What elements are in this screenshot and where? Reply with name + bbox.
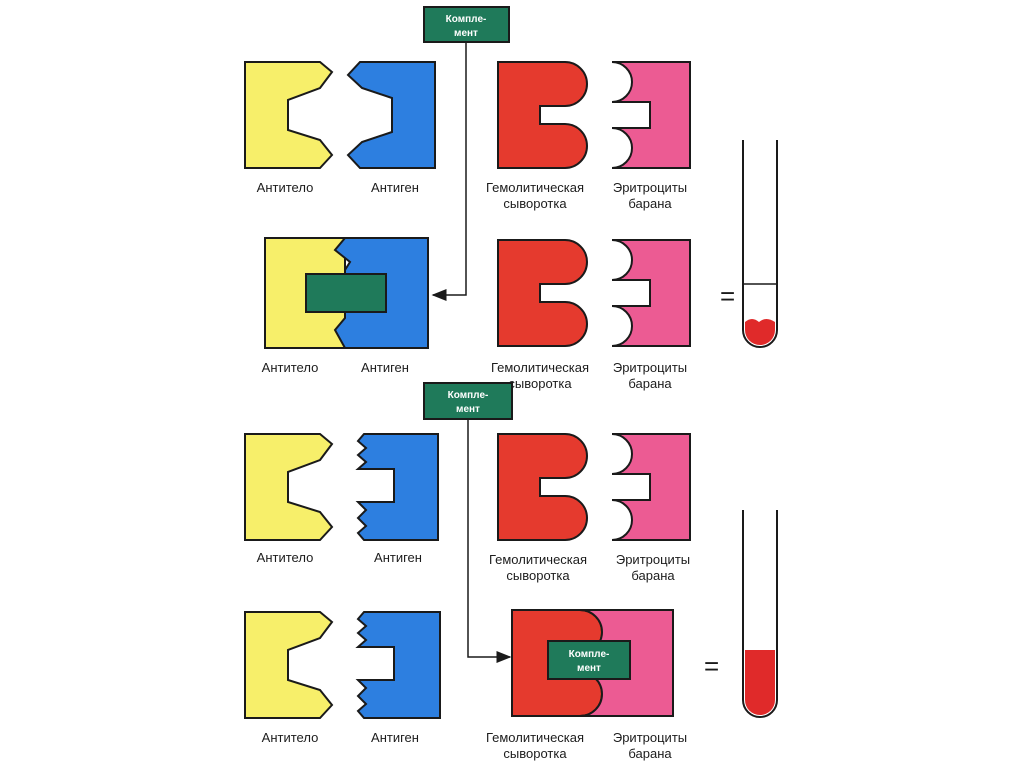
erythrocytes-label-line1: Эритроциты [613,360,687,375]
serum-shape [497,239,588,347]
complement-box-top: Комплe- мент [423,6,510,43]
row-2: = Антитело Антиген Гемолитическая сыворо… [262,140,778,391]
serum-shape [497,433,588,541]
antibody-shape [244,611,334,719]
erythrocytes-label-line1: Эритроциты [613,180,687,195]
serum-label-line2: сыворотка [503,746,567,761]
antibody-shape [244,61,334,169]
serum-label-line2: сыворотка [506,568,570,583]
complement-label-line1: Комплe- [448,390,489,401]
complement-label-line1: Комплe- [446,14,487,25]
complement-box-middle: Комплe- мент [423,382,513,420]
erythrocytes-label-line2: барана [628,376,672,391]
complement-arrow-top [431,42,467,301]
erythrocytes-shape [611,239,691,347]
antigen-shape-mismatched [355,611,441,719]
serum-label-line1: Гемолитическая [491,360,589,375]
antigen-label: Антиген [374,550,422,565]
erythrocytes-label-line1: Эритроциты [616,552,690,567]
antibody-label: Антитело [257,180,314,195]
row-1: Антитело Антиген Гемолитическая сыворотк… [244,61,691,211]
erythrocytes-label-line2: барана [628,746,672,761]
antibody-label: Антитело [262,730,319,745]
erythrocytes-label-line1: Эритроциты [613,730,687,745]
test-tube-hemolysis [742,510,778,718]
test-tube-no-hemolysis [742,140,778,348]
antigen-label: Антиген [361,360,409,375]
serum-label-line2: сыворотка [503,196,567,211]
erythrocytes-shape [611,433,691,541]
complement-label-line1: Комплe- [569,649,610,660]
complement-bound-block [305,273,387,313]
antigen-shape-mismatched [355,433,439,541]
equals-sign: = [704,651,719,681]
complement-label-line2: мент [456,404,480,415]
antibody-label: Антитело [262,360,319,375]
erythrocytes-shape [611,61,691,169]
equals-sign: = [720,281,735,311]
row-3: Антитело Антиген Гемолитическая сыворотк… [244,433,691,583]
antibody-label: Антитело [257,550,314,565]
complement-label-line2: мент [454,28,478,39]
row-4: Комплe- мент = Антитело Антиген Гемолити… [244,510,778,761]
erythrocytes-label-line2: барана [628,196,672,211]
antibody-shape [244,433,334,541]
complement-label-line2: мент [577,663,601,674]
serum-label-line1: Гемолитическая [486,180,584,195]
serum-label-line2: сыворотка [508,376,572,391]
erythrocytes-label-line2: барана [631,568,675,583]
serum-shape [497,61,588,169]
serum-label-line1: Гемолитическая [489,552,587,567]
antigen-label: Антиген [371,730,419,745]
antigen-shape [346,61,436,169]
complement-arrow-middle [467,419,512,663]
serum-label-line1: Гемолитическая [486,730,584,745]
antigen-label: Антиген [371,180,419,195]
complement-bound-block [547,640,631,680]
